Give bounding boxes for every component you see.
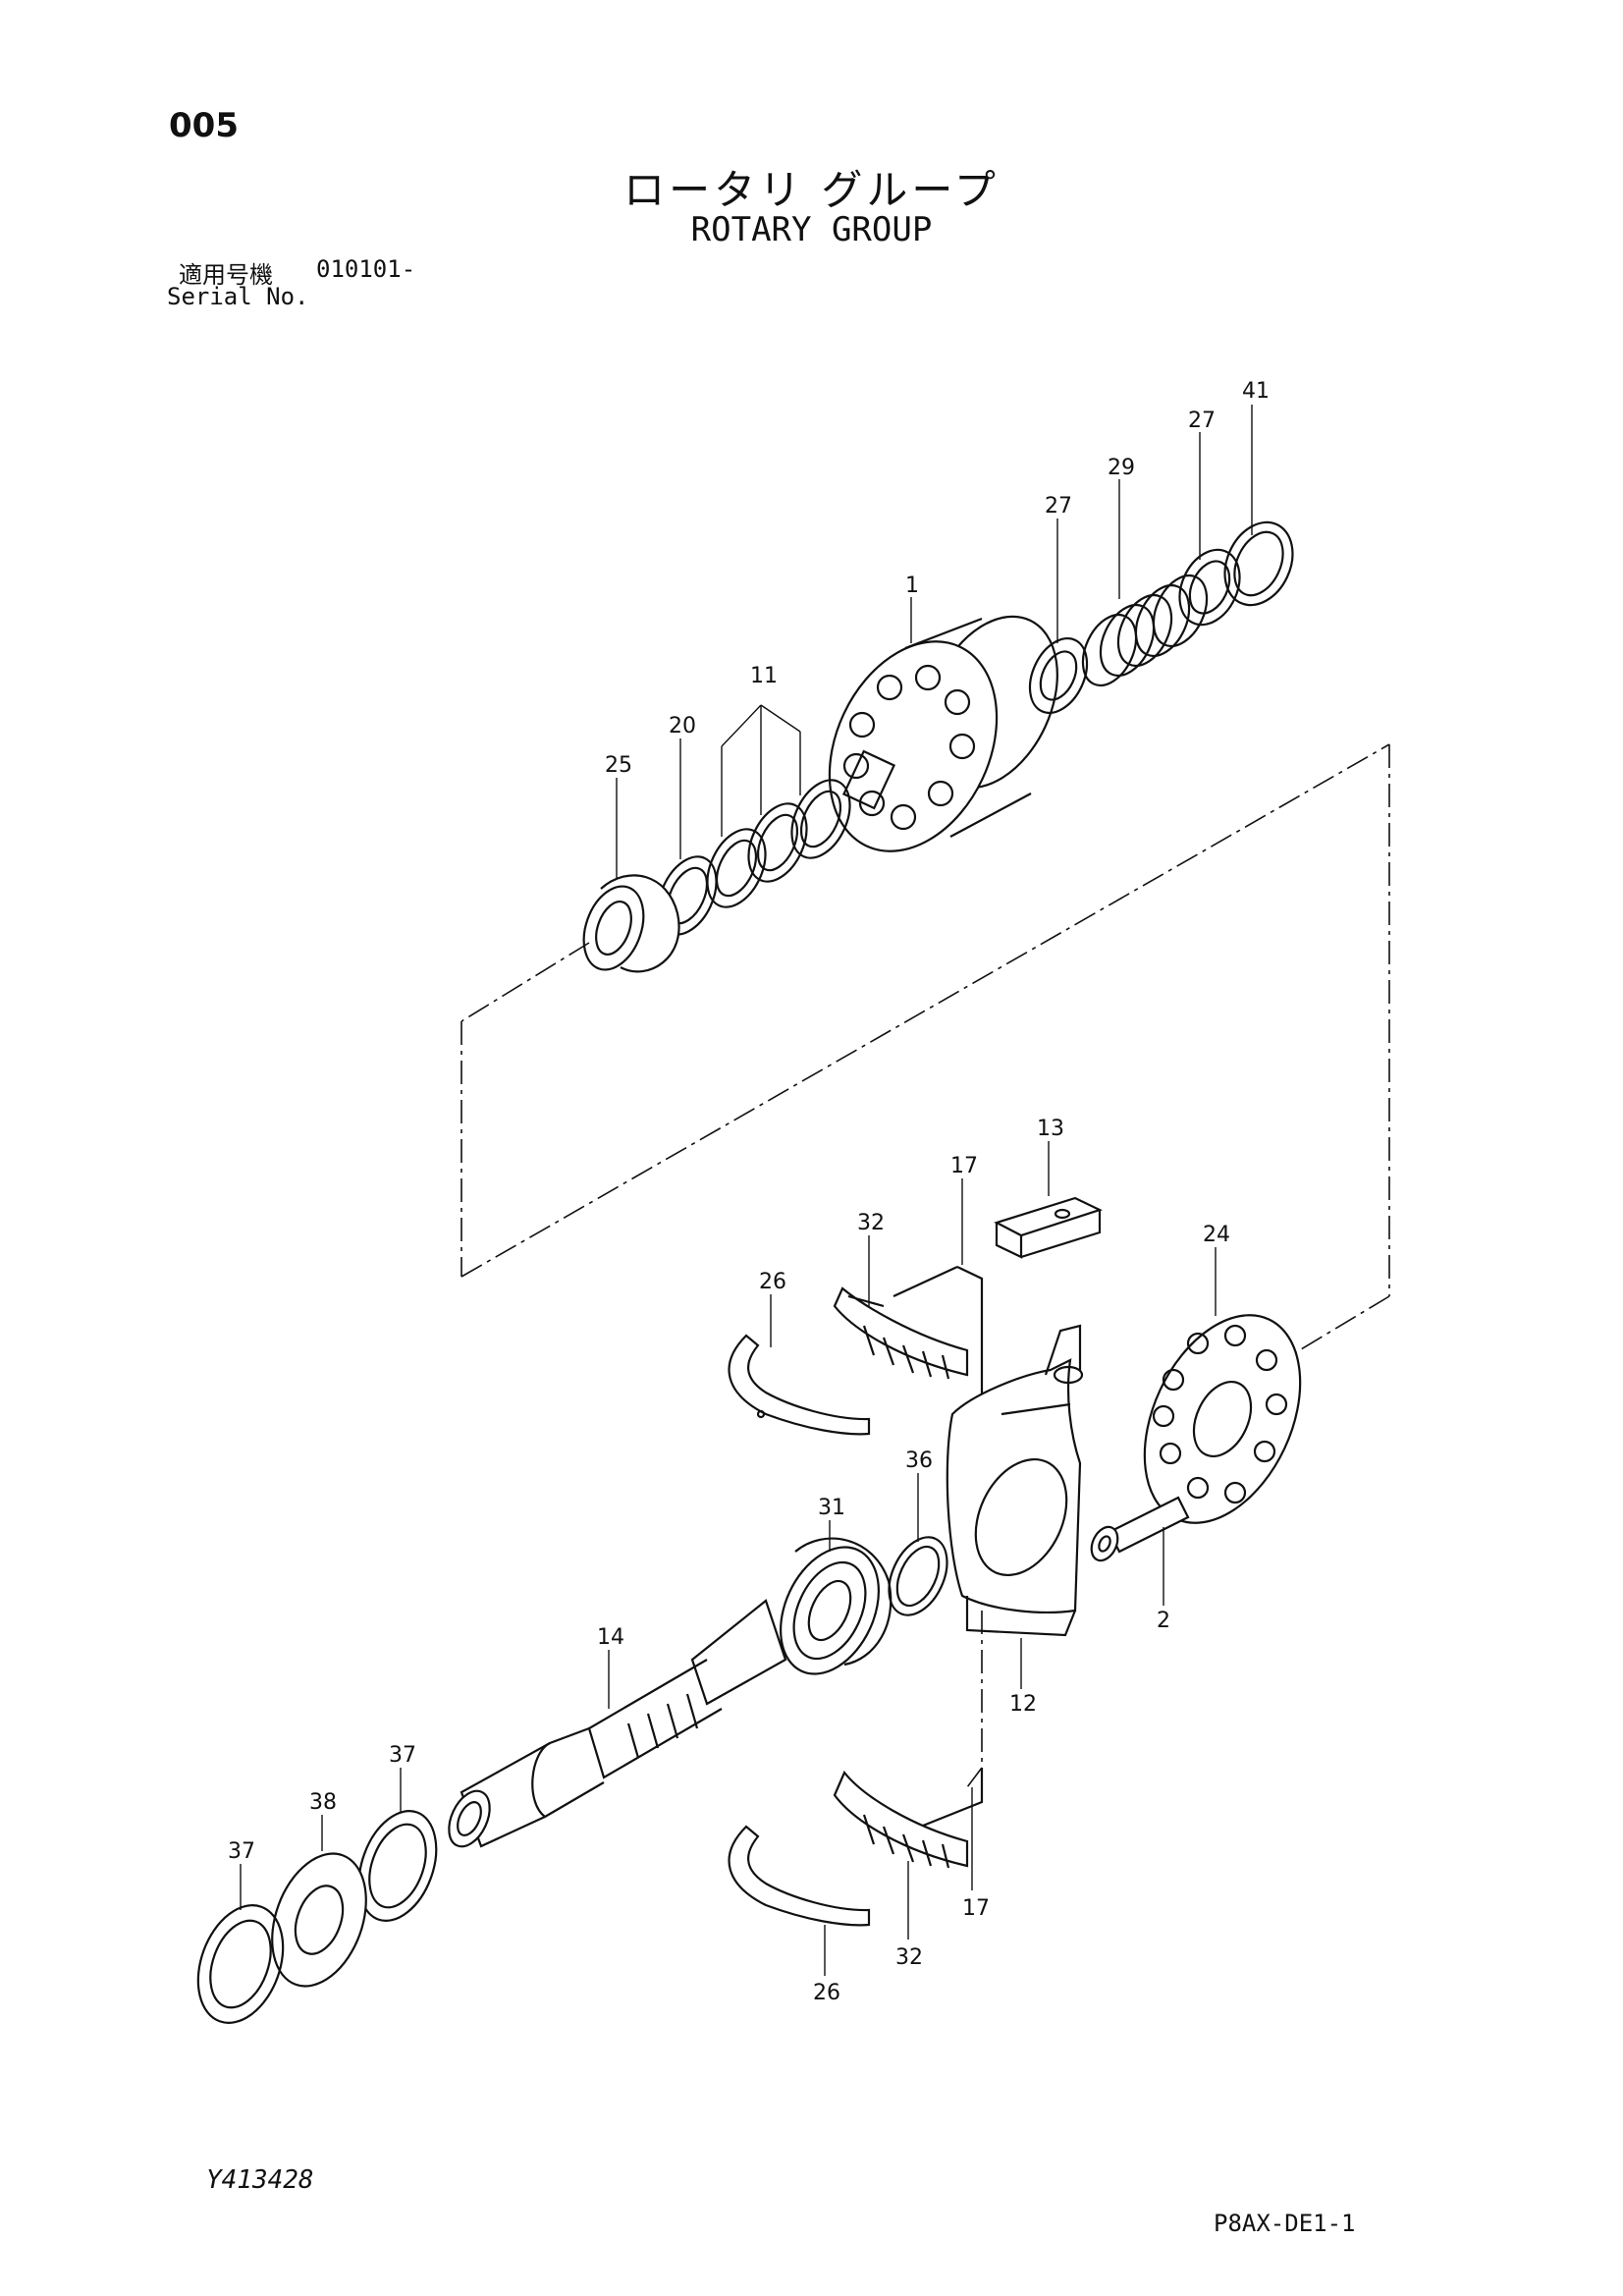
callout-37-inner: 37 [389,1743,416,1768]
part-36-snap-ring [888,1536,948,1616]
callout-25: 25 [605,753,632,778]
part-24-valve-plate [1143,1314,1302,1524]
callout-13: 13 [1037,1117,1064,1141]
callout-11: 11 [750,664,778,688]
callout-1: 1 [905,574,919,598]
callout-32-lower: 32 [895,1945,923,1970]
callout-14: 14 [597,1625,624,1650]
callout-20: 20 [669,714,696,738]
callout-labels: 41 27 29 27 1 11 20 25 13 17 32 26 24 36… [228,379,1270,2005]
part-12-swash-plate [946,1324,1084,1637]
part-29-spring [1081,574,1209,687]
part-26-half-ring-lower [728,1825,871,1927]
callout-12: 12 [1009,1692,1037,1717]
page-number: 005 [169,106,239,145]
part-37-retaining-ring-inner [357,1810,438,1922]
page-title-jp: ロータリ グループ [623,166,1000,214]
part-32-bearing-lower [833,1770,969,1869]
callout-31: 31 [818,1496,845,1520]
part-14-drive-shaft [448,1599,787,1848]
footer-drawing-code: Y413428 [206,2165,314,2195]
part-26-half-ring-upper [728,1334,871,1436]
part-2-pin [1090,1496,1190,1562]
part-25-spherical-bushing [582,874,680,973]
callout-37-outer: 37 [228,1839,255,1864]
part-1-cylinder-block [828,615,1058,852]
page-title-en: ROTARY GROUP [690,210,933,249]
part-13-key [994,1196,1103,1259]
callout-29: 29 [1108,456,1135,480]
callout-17-lower: 17 [962,1896,990,1921]
part-17-pin-lower [907,1768,984,1833]
callout-32-upper: 32 [857,1211,885,1235]
part-31-roller-bearing [780,1537,893,1675]
callout-36: 36 [905,1449,933,1473]
callout-38: 38 [309,1790,337,1815]
part-11-rings [706,779,851,908]
serial-value: 010101- [316,255,416,283]
serial-label-jp: 適用号機 [179,261,273,289]
callout-27-left: 27 [1045,494,1072,519]
part-32-bearing-upper [833,1286,969,1380]
callout-26-lower: 26 [813,1981,840,2005]
part-37-retaining-ring-outer [196,1904,285,2024]
alignment-frame-lines [460,743,1390,1788]
serial-label-en: Serial No. [167,283,309,310]
part-17-pin-upper [893,1266,984,1429]
callout-41: 41 [1242,379,1270,404]
footer-page-code: P8AX-DE1-1 [1214,2210,1356,2237]
callout-24: 24 [1203,1223,1230,1247]
part-27-washer-left [1028,637,1089,714]
callout-26-upper: 26 [759,1270,786,1294]
callout-17-upper: 17 [950,1154,978,1178]
part-41-snap-ring [1223,520,1294,607]
part-38-oil-seal [271,1852,367,1988]
callout-2: 2 [1157,1609,1170,1633]
callout-27-right: 27 [1188,409,1216,433]
leader-lines [240,405,1253,1976]
